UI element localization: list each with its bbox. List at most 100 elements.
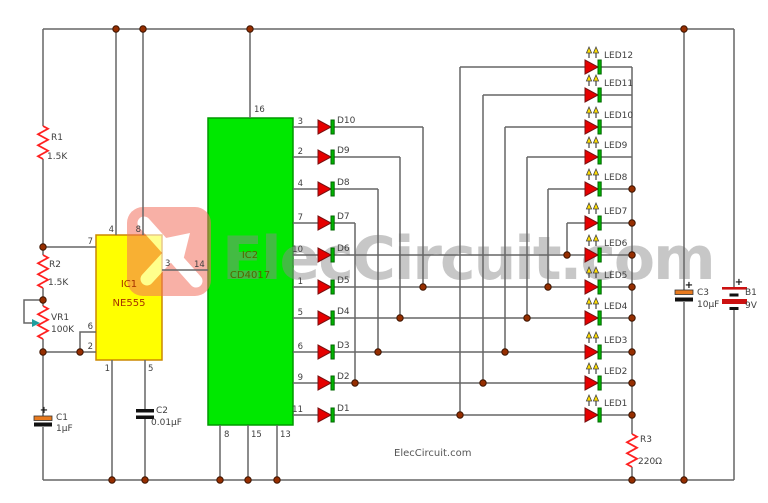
led8-label: LED8 bbox=[604, 173, 628, 183]
diode-d2: D2 bbox=[317, 372, 350, 391]
led3-label: LED3 bbox=[604, 336, 627, 346]
capacitor-c3: + C3 10µF bbox=[674, 280, 719, 310]
vr1-ref: VR1 bbox=[51, 313, 69, 323]
ic2-pin-labels: 16 14 3 2 4 7 10 1 5 6 9 11 8 15 13 bbox=[194, 105, 303, 440]
ic2-pin9: 9 bbox=[298, 373, 303, 383]
diode-d5: D5 bbox=[317, 276, 350, 295]
r1-ref: R1 bbox=[51, 133, 63, 143]
d10-label: D10 bbox=[337, 116, 356, 126]
vr1-value: 100K bbox=[51, 325, 75, 335]
c3-minus-plate bbox=[675, 297, 693, 302]
diode-d10: D10 bbox=[317, 116, 356, 135]
diode-d4: D4 bbox=[317, 307, 350, 326]
led10-label: LED10 bbox=[604, 111, 633, 121]
ic2-pin4: 4 bbox=[298, 179, 303, 189]
c3-plus-plate bbox=[674, 289, 694, 295]
ic1-pin3: 3 bbox=[165, 259, 170, 269]
capacitor-c2: C2 0.01µF bbox=[136, 406, 182, 428]
r2-value: 1.5K bbox=[48, 278, 69, 288]
c1-plus-plate bbox=[33, 415, 53, 421]
vr1-wiper-wire bbox=[23, 299, 43, 324]
ic1-pin7: 7 bbox=[88, 237, 93, 247]
led-11: LED11 bbox=[584, 73, 633, 103]
ic2-pin14: 14 bbox=[194, 260, 205, 270]
ic2-pin2: 2 bbox=[298, 147, 303, 157]
c3-ref: C3 bbox=[697, 288, 709, 298]
ic2-pin15: 15 bbox=[251, 430, 262, 440]
c2-plate-top bbox=[136, 409, 154, 413]
c3-value: 10µF bbox=[697, 300, 719, 310]
ic-pin-wires bbox=[43, 29, 278, 480]
ic2-pin8: 8 bbox=[224, 430, 229, 440]
junction-dots bbox=[39, 25, 688, 484]
diode-d7: D7 bbox=[317, 212, 350, 231]
ic2-pin10: 10 bbox=[292, 245, 303, 255]
ic1-pin4: 4 bbox=[109, 225, 114, 235]
ic2-part: CD4017 bbox=[230, 270, 270, 281]
resistor-r2 bbox=[36, 254, 50, 289]
matrix-left-columns bbox=[354, 127, 424, 383]
vr1-wiper-arrow-icon bbox=[32, 319, 40, 327]
ic2-pin11: 11 bbox=[292, 405, 303, 415]
ic2-pin6: 6 bbox=[298, 342, 303, 352]
ic2-pin3: 3 bbox=[298, 117, 303, 127]
led-3: LED3 bbox=[584, 330, 627, 360]
c1-ref: C1 bbox=[56, 413, 68, 423]
d9-label: D9 bbox=[337, 146, 350, 156]
ic2-pin5: 5 bbox=[298, 308, 303, 318]
led1-label: LED1 bbox=[604, 399, 627, 409]
led7-label: LED7 bbox=[604, 207, 627, 217]
watermark-logo bbox=[127, 207, 211, 296]
ic1-part: NE555 bbox=[113, 298, 146, 309]
c3-plus-sign: + bbox=[685, 280, 693, 291]
led-7: LED7 bbox=[584, 201, 627, 231]
led-5: LED5 bbox=[584, 265, 627, 295]
led9-label: LED9 bbox=[604, 141, 628, 151]
d6-label: D6 bbox=[337, 244, 350, 254]
r3-ref: R3 bbox=[640, 435, 652, 445]
wires bbox=[23, 28, 735, 481]
ic2-ref: IC2 bbox=[242, 250, 258, 261]
d3-label: D3 bbox=[337, 341, 350, 351]
r3-value: 220Ω bbox=[638, 457, 662, 467]
ic2-pin1: 1 bbox=[298, 277, 303, 287]
potentiometer-vr1 bbox=[36, 305, 50, 340]
b1-plus-sign: + bbox=[735, 277, 743, 288]
led-10: LED10 bbox=[584, 105, 633, 135]
led-8: LED8 bbox=[584, 167, 628, 197]
matrix-right-columns bbox=[459, 67, 568, 415]
diode-d8: D8 bbox=[317, 178, 350, 197]
c2-value: 0.01µF bbox=[151, 418, 182, 428]
ic1-ref: IC1 bbox=[121, 279, 137, 290]
ic2-pin7: 7 bbox=[298, 213, 303, 223]
ic2-pin16: 16 bbox=[254, 105, 265, 115]
c2-ref: C2 bbox=[156, 406, 168, 416]
logo-arrow-tail bbox=[140, 247, 177, 286]
r2-ref: R2 bbox=[49, 260, 61, 270]
capacitor-c1: + C1 1µF bbox=[33, 405, 73, 434]
led-1: LED1 bbox=[584, 393, 627, 423]
c2-plate-bottom bbox=[136, 415, 154, 419]
led-feed-wires bbox=[460, 66, 585, 224]
b1-plate-long1 bbox=[722, 287, 747, 290]
d4-label: D4 bbox=[337, 307, 350, 317]
resistor-r3 bbox=[625, 433, 639, 468]
b1-plate-short2 bbox=[729, 307, 739, 310]
led12-label: LED12 bbox=[604, 51, 633, 61]
led-cathode-wires bbox=[601, 66, 633, 480]
d5-label: D5 bbox=[337, 276, 350, 286]
led6-label: LED6 bbox=[604, 239, 628, 249]
battery-b1: + B1 9V bbox=[722, 277, 758, 311]
b1-value: 9V bbox=[745, 301, 758, 311]
led-2: LED2 bbox=[584, 361, 627, 391]
diodes: D10 D9 D8 D7 D6 D5 D4 D3 D2 D1 bbox=[317, 116, 356, 423]
ic1-pin2: 2 bbox=[88, 342, 93, 352]
diode-stub-wires bbox=[293, 126, 318, 416]
ic2-pin13: 13 bbox=[280, 430, 291, 440]
led2-label: LED2 bbox=[604, 367, 627, 377]
leds: LED12 LED11 LED10 LED9 LED8 LED7 LED6 LE… bbox=[584, 45, 633, 423]
d7-label: D7 bbox=[337, 212, 350, 222]
led11-label: LED11 bbox=[604, 79, 633, 89]
resistor-r1 bbox=[36, 125, 50, 160]
